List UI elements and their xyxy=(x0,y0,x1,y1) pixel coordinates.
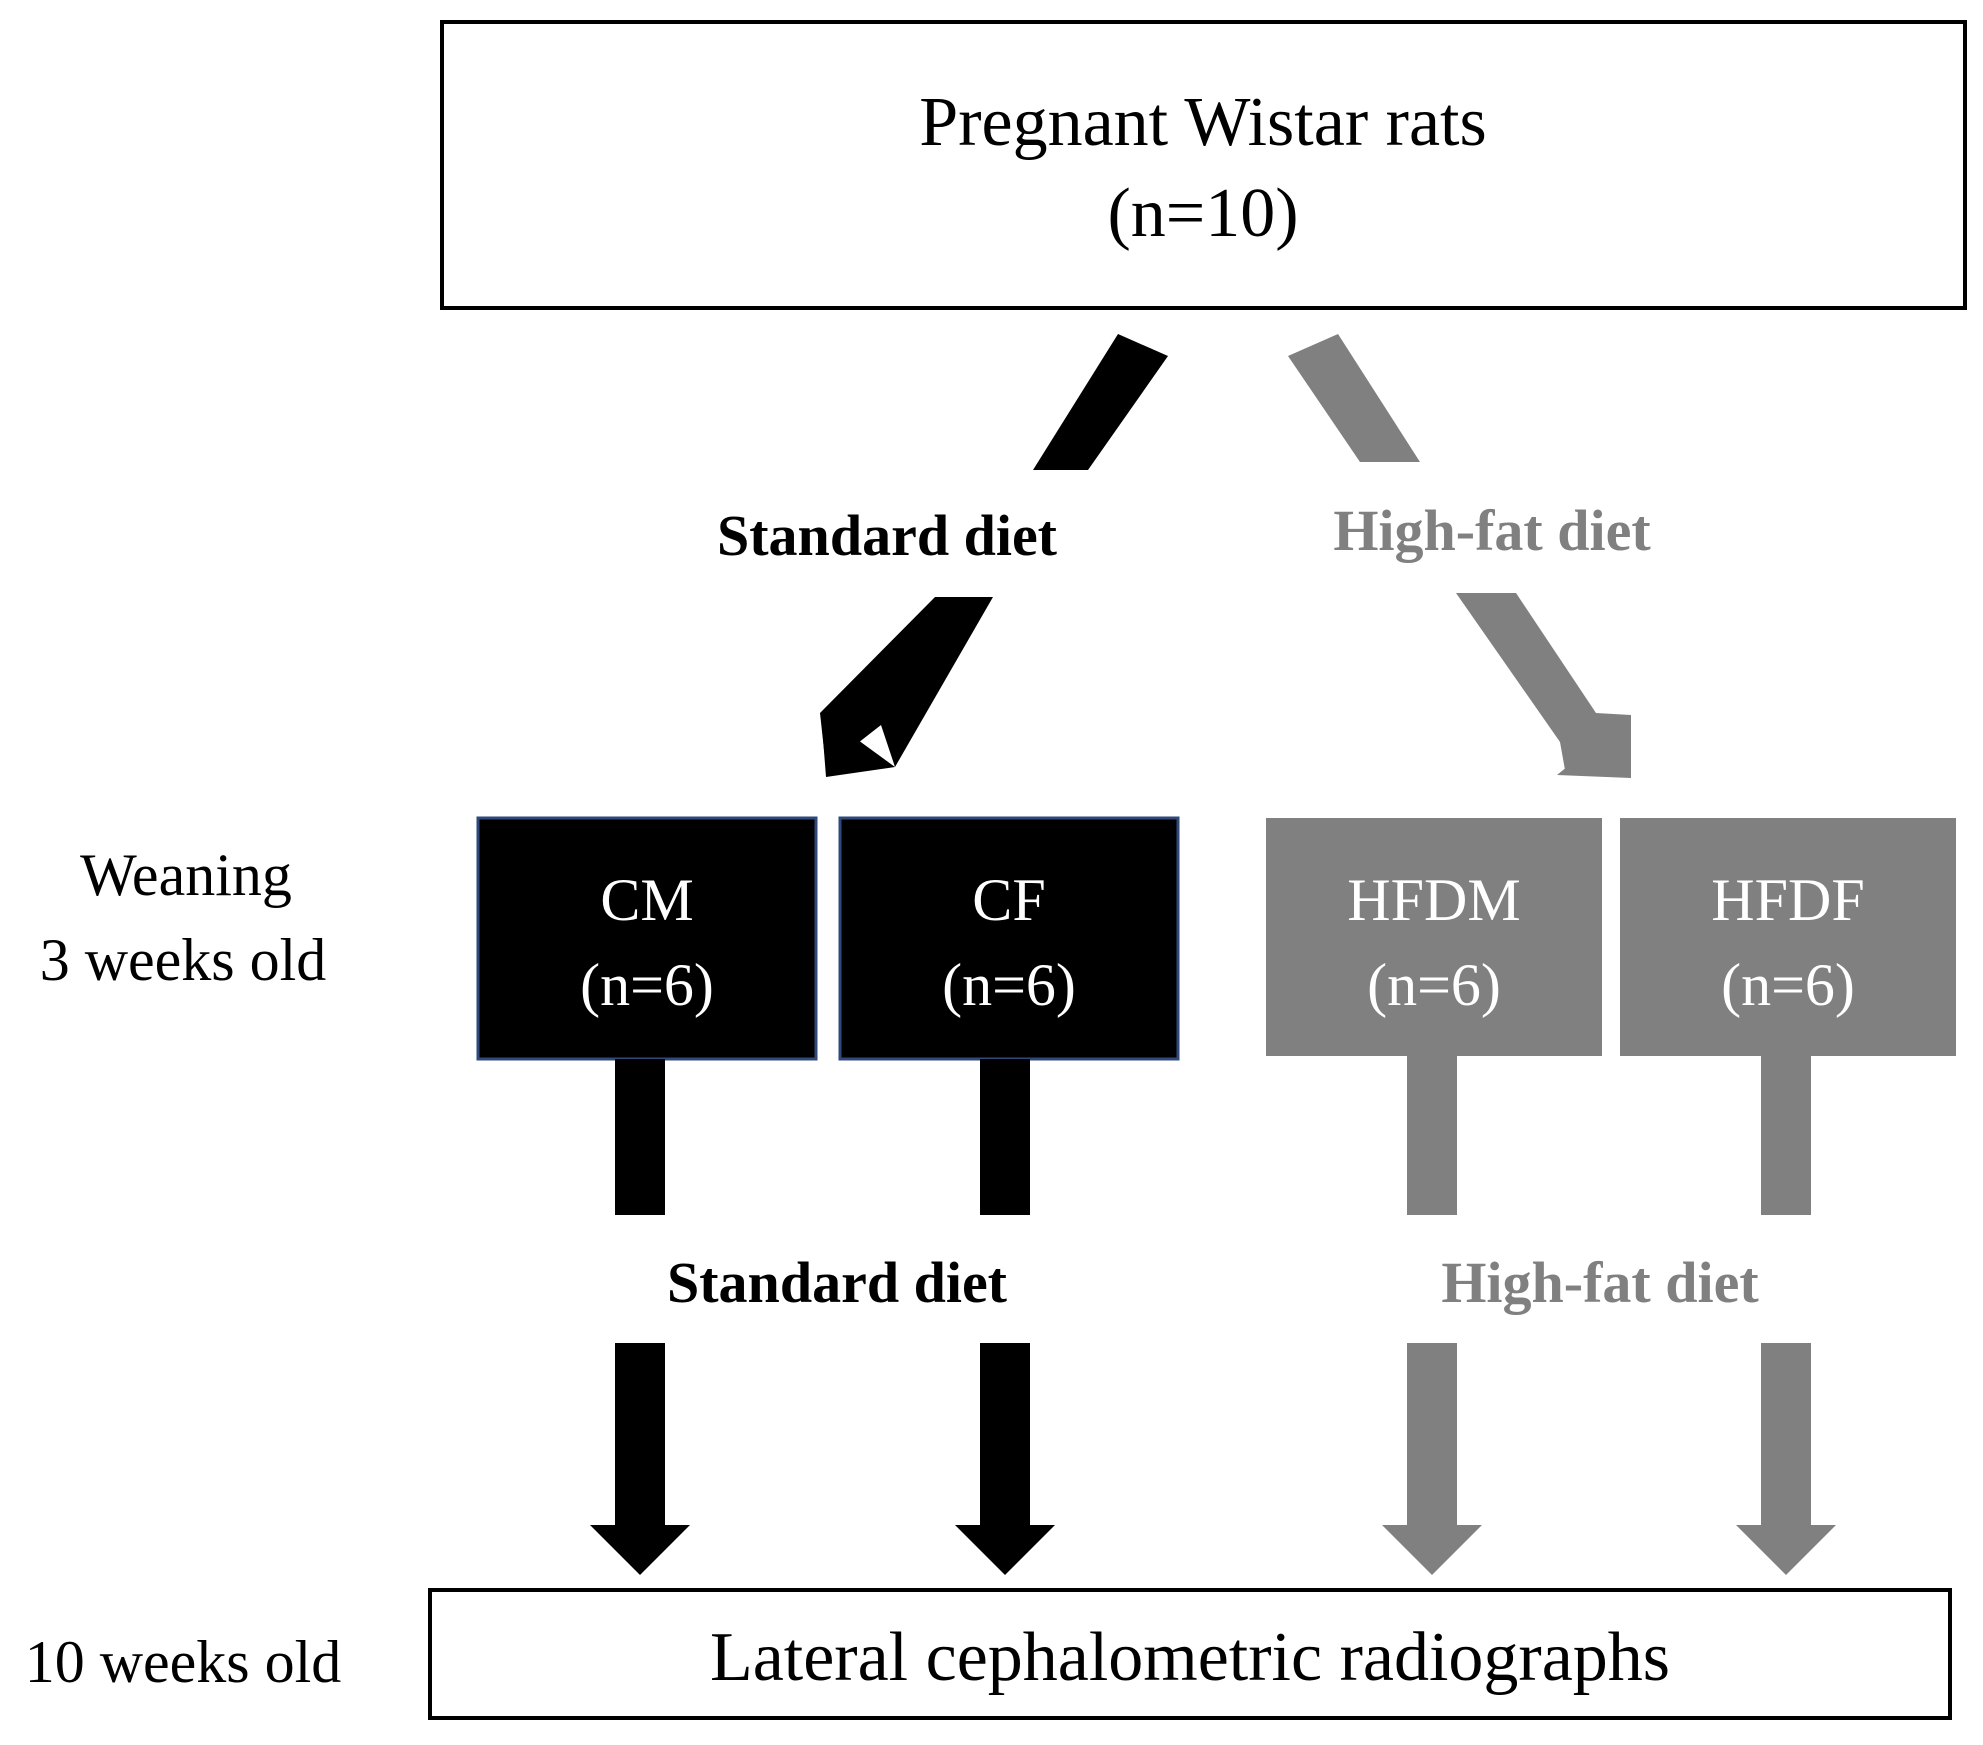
high-fat-diet-diagonal-arrow xyxy=(1288,334,1631,778)
standard-diet-arrow-upper-segment xyxy=(1033,334,1168,470)
high-fat-diet-arrow-lower-segment xyxy=(1456,593,1631,776)
group-name: HFDF xyxy=(1711,867,1864,933)
final-age-label: 10 weeks old xyxy=(25,1629,342,1695)
standard-diet-label-top: Standard diet xyxy=(717,503,1058,568)
hfdf-stem xyxy=(1761,1056,1811,1215)
pregnant-rats-label: Pregnant Wistar rats xyxy=(919,84,1486,161)
high-fat-diet-label-bottom: High-fat diet xyxy=(1441,1250,1759,1315)
cf-down-arrow xyxy=(955,1343,1055,1575)
cm-stem xyxy=(615,1059,665,1215)
group-name: HFDM xyxy=(1347,867,1520,933)
cf-stem xyxy=(980,1059,1030,1215)
group-box-cm: CM (n=6) xyxy=(476,816,818,1061)
group-box-hfdf: HFDF (n=6) xyxy=(1620,818,1956,1056)
pregnant-rats-count: (n=10) xyxy=(1107,175,1298,252)
cm-down-arrow xyxy=(590,1343,690,1575)
group-name: CF xyxy=(972,867,1045,933)
standard-diet-label-bottom: Standard diet xyxy=(667,1250,1008,1315)
group-count: (n=6) xyxy=(1367,952,1501,1018)
radiographs-box: Lateral cephalometric radiographs xyxy=(428,1588,1952,1720)
group-count: (n=6) xyxy=(1721,952,1855,1018)
hfdf-down-arrow xyxy=(1736,1343,1836,1575)
high-fat-diet-label-top: High-fat diet xyxy=(1333,498,1651,563)
standard-diet-diagonal-arrow xyxy=(820,334,1168,777)
group-count: (n=6) xyxy=(942,952,1076,1018)
hfdm-down-arrow xyxy=(1382,1343,1482,1575)
group-name: CM xyxy=(600,867,693,933)
group-box-cf: CF (n=6) xyxy=(838,816,1180,1061)
standard-diet-arrowhead xyxy=(821,713,895,777)
pregnant-rats-box: Pregnant Wistar rats (n=10) xyxy=(440,20,1967,310)
hfdm-stem xyxy=(1407,1056,1457,1215)
standard-diet-arrow-lower-segment xyxy=(820,597,993,768)
radiographs-label: Lateral cephalometric radiographs xyxy=(710,1619,1670,1696)
high-fat-diet-arrowhead xyxy=(1557,715,1631,778)
high-fat-diet-arrow-upper-segment xyxy=(1288,334,1420,462)
weaning-label: Weaning xyxy=(80,842,292,908)
group-box-hfdm: HFDM (n=6) xyxy=(1266,818,1602,1056)
weaning-age-label: 3 weeks old xyxy=(40,927,327,993)
group-count: (n=6) xyxy=(580,952,714,1018)
